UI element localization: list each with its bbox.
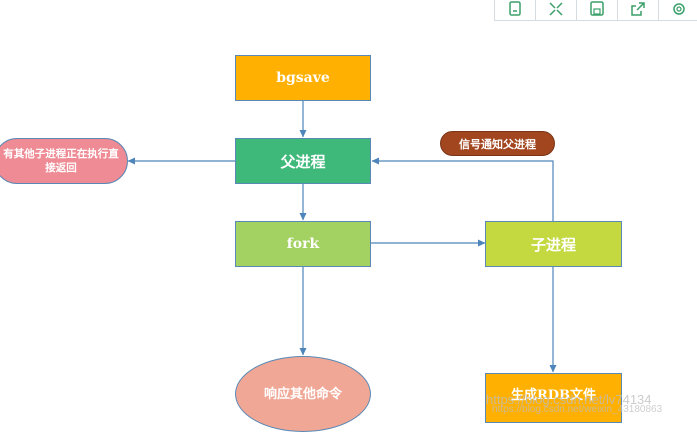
node-generate-rdb: 生成RDB文件 [485, 373, 622, 423]
watermark-url-secondary: https://blog.csdn.net/weixin_43180863 [492, 404, 663, 415]
signal-notify-text: 信号通知父进程 [459, 137, 536, 151]
node-fork: fork [235, 221, 371, 267]
copy-icon [509, 1, 521, 16]
share-icon [631, 2, 645, 16]
watermark-url: https://blog.csdn.net/lv74134 [486, 392, 652, 407]
node-bgsave: bgsave [235, 55, 371, 101]
node-rdb-label: 生成RDB文件 [510, 388, 597, 403]
node-bgsave-label: bgsave [276, 70, 330, 86]
diagram-edges [127, 101, 557, 373]
diagram-toolbar [494, 0, 697, 21]
node-other-child-label: 有其他子进程正在执行直接返回 [3, 148, 119, 174]
node-respond-other-commands: 响应其他命令 [235, 356, 371, 432]
edge-child-signal-parent [371, 157, 554, 221]
settings-button[interactable] [659, 0, 697, 20]
signal-notify-label: 信号通知父进程 [440, 131, 555, 156]
fullscreen-icon [549, 2, 563, 16]
settings-icon [673, 3, 685, 15]
node-child-label: 子进程 [530, 235, 576, 254]
copy-button[interactable] [495, 0, 536, 20]
node-fork-label: fork [286, 236, 320, 252]
save-icon [590, 1, 604, 16]
node-respond-label: 响应其他命令 [263, 386, 342, 402]
node-other-child-running: 有其他子进程正在执行直接返回 [0, 138, 128, 184]
node-parent-process: 父进程 [235, 138, 371, 184]
fullscreen-button[interactable] [536, 0, 577, 20]
node-child-process: 子进程 [485, 221, 622, 267]
share-button[interactable] [618, 0, 659, 20]
save-button[interactable] [577, 0, 618, 20]
node-parent-label: 父进程 [280, 152, 326, 171]
